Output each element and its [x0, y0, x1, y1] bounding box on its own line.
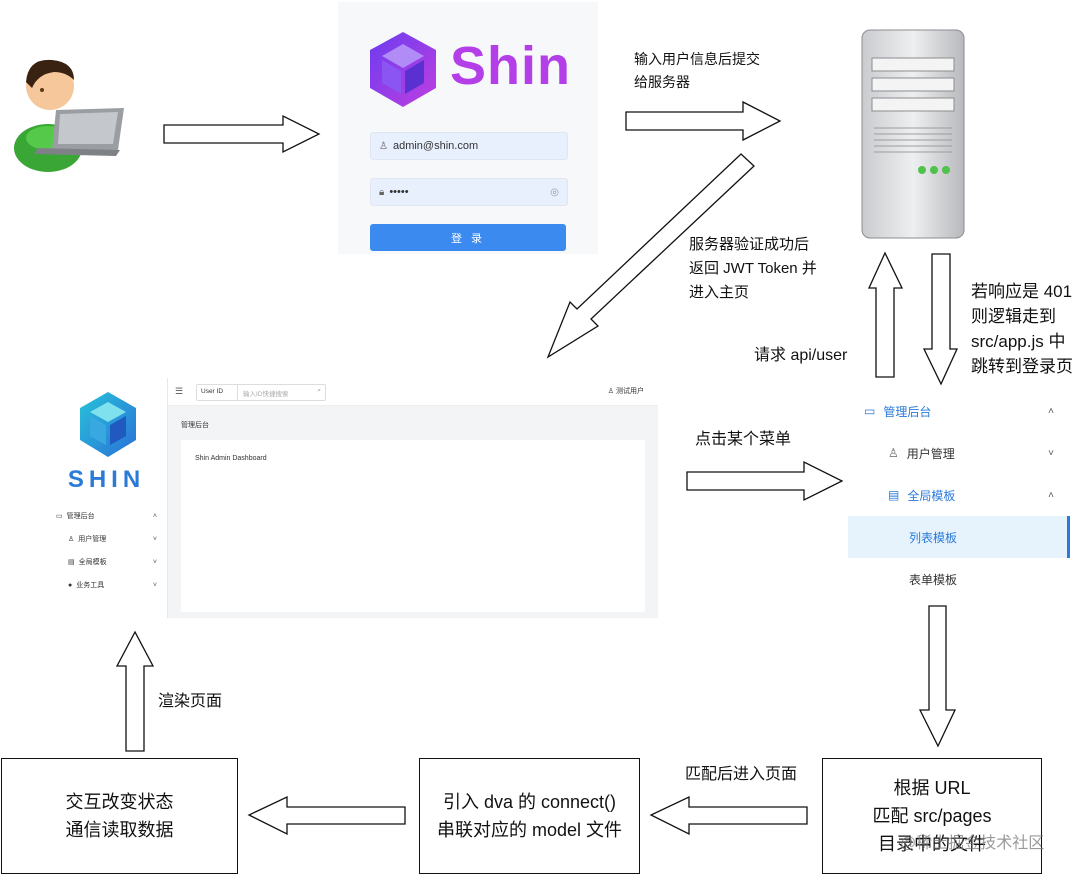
file-icon: ▤: [68, 559, 75, 566]
password-field[interactable]: 🔒︎ ••••• ◎: [370, 178, 568, 206]
admin-menu-dashboard[interactable]: ▭ 管理后台 ˄: [56, 512, 157, 521]
menu-item-users[interactable]: ♙ 用户管理 ˅: [888, 446, 1054, 461]
menu-fold-icon[interactable]: ☰: [175, 386, 184, 396]
menu-item-templates[interactable]: ▤ 全局模板 ˄: [888, 488, 1054, 503]
admin-screenshot: SHIN ▭ 管理后台 ˄ ♙ 用户管理 ˅ ▤ 全局模板 ˅ ● 业务工具 ˅…: [46, 378, 658, 618]
server-icon: [861, 29, 965, 239]
breadcrumb: 管理后台: [181, 422, 209, 429]
user-icon: ♙: [68, 536, 75, 543]
eye-off-icon[interactable]: ◎: [550, 186, 559, 198]
arrow-login-to-server: [625, 100, 782, 142]
search-icon[interactable]: ⌕: [317, 387, 321, 394]
login-screenshot: Shin ♙ admin@shin.com 🔒︎ ••••• ◎ 登 录: [338, 2, 598, 254]
label-match-enter: 匹配后进入页面: [685, 766, 798, 783]
admin-brand: SHIN: [67, 466, 146, 493]
arrow-401-down: [922, 253, 959, 386]
chevron-down-icon: ˅: [1048, 447, 1054, 459]
email-field[interactable]: ♙ admin@shin.com: [370, 132, 568, 160]
box-interact-state: 交互改变状态 通信读取数据: [1, 758, 238, 874]
password-mask: •••••: [389, 186, 409, 198]
arrow-click-menu: [686, 460, 844, 502]
admin-topbar: ☰ User ID 输入ID快捷搜索 ⌕ ♙ 测试用户: [168, 378, 658, 406]
user-icon: ♙: [379, 140, 388, 152]
github-icon: ●: [68, 581, 73, 589]
menu-item-list-template[interactable]: 列表模板: [848, 516, 1070, 558]
admin-content: Shin Admin Dashboard: [181, 440, 645, 612]
arrow-server-to-admin: [546, 153, 755, 359]
arrow-request-up: [867, 251, 904, 378]
box-connect-model: 引入 dva 的 connect() 串联对应的 model 文件: [419, 758, 640, 874]
chevron-down-icon: ˅: [152, 558, 157, 566]
label-click-menu: 点击某个菜单: [695, 431, 792, 448]
box-match-url: 根据 URL 匹配 src/pages 目录中的文件: [822, 758, 1042, 874]
lock-icon: 🔒︎: [379, 186, 385, 198]
search-box[interactable]: User ID 输入ID快捷搜索 ⌕: [196, 384, 326, 401]
chevron-up-icon: ˄: [1048, 489, 1054, 501]
search-type-select[interactable]: User ID: [201, 388, 224, 395]
chevron-down-icon: ˅: [152, 535, 157, 543]
watermark: @稀土掘金技术社区: [900, 835, 1045, 852]
login-brand: Shin: [450, 36, 571, 96]
monitor-icon: ▭: [864, 404, 876, 418]
admin-sidebar: SHIN ▭ 管理后台 ˄ ♙ 用户管理 ˅ ▤ 全局模板 ˅ ● 业务工具 ˅: [46, 378, 168, 618]
arrow-match-to-connect: [649, 795, 808, 836]
chevron-up-icon: ˄: [1048, 405, 1054, 417]
admin-menu-templates[interactable]: ▤ 全局模板 ˅: [68, 558, 157, 567]
chevron-up-icon: ˄: [152, 512, 157, 520]
arrow-user-to-login: [163, 114, 321, 154]
side-menu-screenshot: ▭ 管理后台 ˄ ♙ 用户管理 ˅ ▤ 全局模板 ˄ 列表模板 表单模板: [848, 390, 1070, 598]
current-user[interactable]: ♙ 测试用户: [607, 388, 644, 395]
cube-logo-icon: [80, 392, 136, 457]
monitor-icon: ▭: [56, 513, 63, 520]
dashboard-text: Shin Admin Dashboard: [195, 455, 267, 462]
arrow-render-up: [115, 630, 155, 752]
admin-menu-tools[interactable]: ● 业务工具 ˅: [68, 581, 157, 590]
label-verify-success: 服务器验证成功后 返回 JWT Token 并 进入主页: [689, 236, 817, 301]
label-render-page: 渲染页面: [158, 693, 223, 710]
login-button[interactable]: 登 录: [370, 224, 566, 251]
user-icon: ♙: [888, 446, 899, 460]
label-submit-to-server: 输入用户信息后提交 给服务器: [634, 51, 760, 90]
search-input[interactable]: 输入ID快捷搜索: [243, 391, 289, 398]
menu-item-dashboard[interactable]: ▭ 管理后台 ˄: [864, 404, 1054, 419]
email-value: admin@shin.com: [392, 140, 479, 152]
user-laptop-icon: [14, 59, 124, 172]
label-if-401: 若响应是 401 则逻辑走到 src/app.js 中 跳转到登录页: [971, 282, 1073, 376]
arrow-menu-to-match: [918, 605, 957, 748]
menu-item-form-template[interactable]: 表单模板: [909, 572, 958, 587]
label-request-api: 请求 api/user: [754, 347, 848, 364]
arrow-connect-to-interact: [247, 795, 406, 836]
admin-menu-users[interactable]: ♙ 用户管理 ˅: [68, 535, 157, 544]
file-icon: ▤: [888, 488, 900, 502]
cube-logo-icon: [370, 32, 436, 107]
chevron-down-icon: ˅: [152, 581, 157, 589]
